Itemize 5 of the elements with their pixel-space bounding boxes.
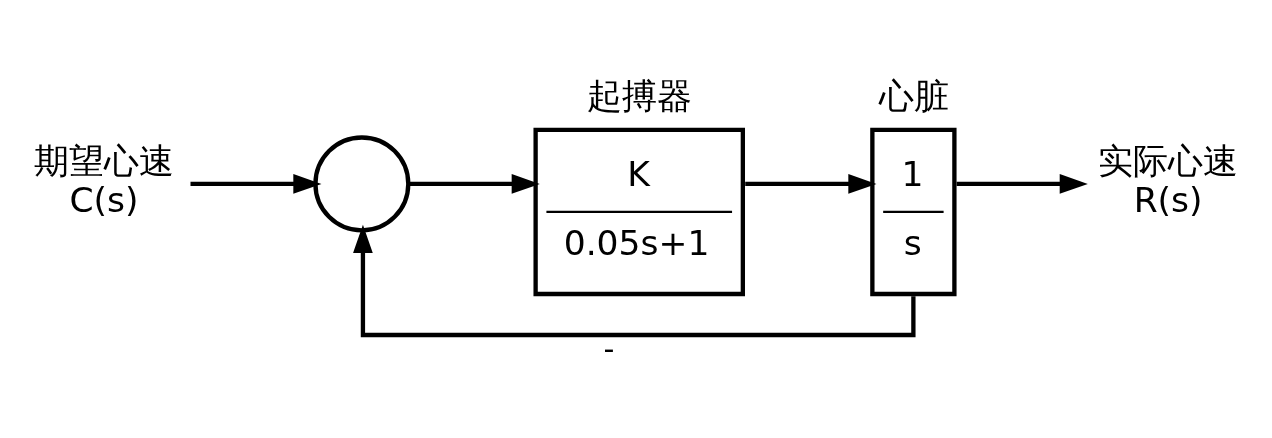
edge-label: - bbox=[603, 330, 615, 366]
node-text: 实际心速 R(s) bbox=[1098, 140, 1239, 220]
node-label: 心脏 bbox=[878, 75, 949, 116]
node-text: 期望心速 C(s) bbox=[33, 140, 174, 220]
node-label: 起搏器 bbox=[587, 75, 693, 116]
